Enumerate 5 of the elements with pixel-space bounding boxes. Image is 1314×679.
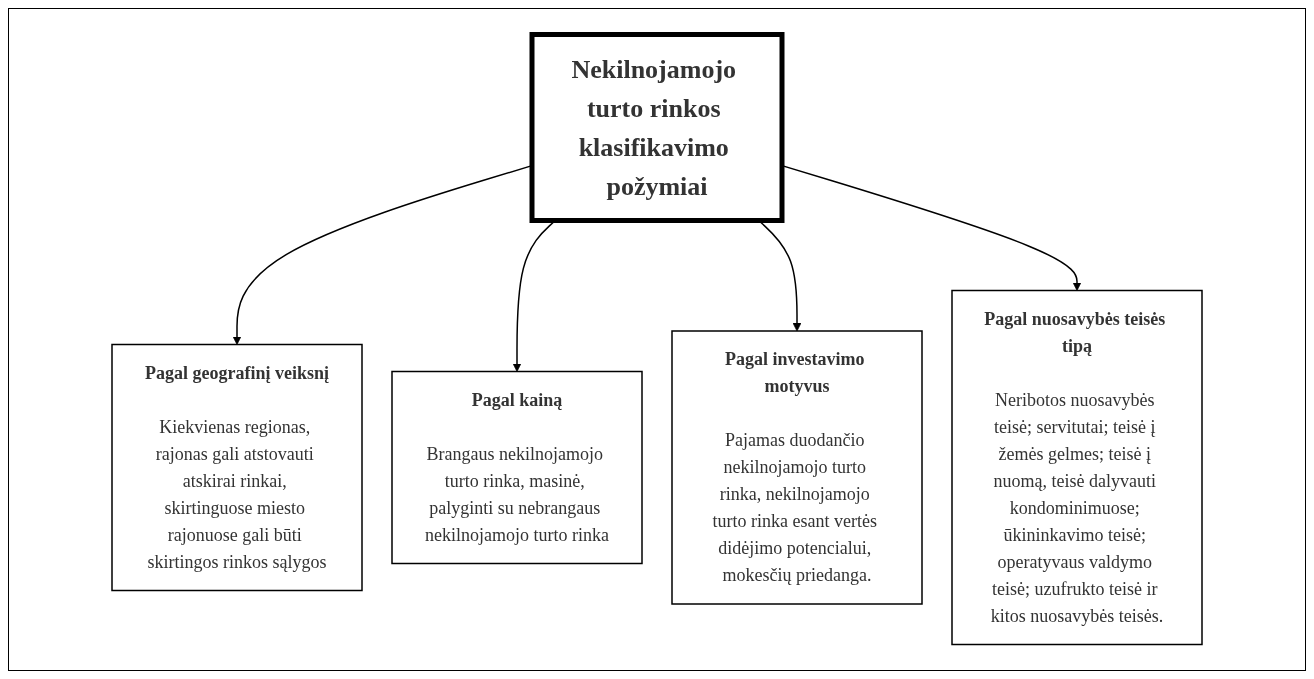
node-box: Pagal nuosavybės teisės tipą Neribotos nuosavybės teisė; servitutai; teisė į žemės gelmes; teisė į nuomą, teisė dalyvauti kondominimuose; ūkininkavimo teisė; operatyvaus valdymo teisė; uzufrukto teisė ir kitos nuosavybės teisės. bbox=[951, 289, 1203, 646]
node-box: Pagal investavimo motyvus Pajamas duodančio nekilnojamojo turto rinka, nekilnojamojo turto rinka esant vertės didėjimo potencialui, mokesčių priedanga. bbox=[671, 330, 923, 605]
node-box: Nekilnojamojo turto rinkos klasifikavimo požymiai bbox=[529, 32, 785, 223]
node-box: Pagal geografinį veiksnį Kiekvienas regionas, rajonas gali atstovauti atskirai rinkai, skirtinguose miesto rajonuose gali būti skirtingos rinkos sąlygos bbox=[111, 343, 363, 592]
node-box: Pagal kainą Brangaus nekilnojamojo turto rinka, masinė, palyginti su nebrangaus nekilnojamojo turto rinka bbox=[391, 370, 643, 565]
